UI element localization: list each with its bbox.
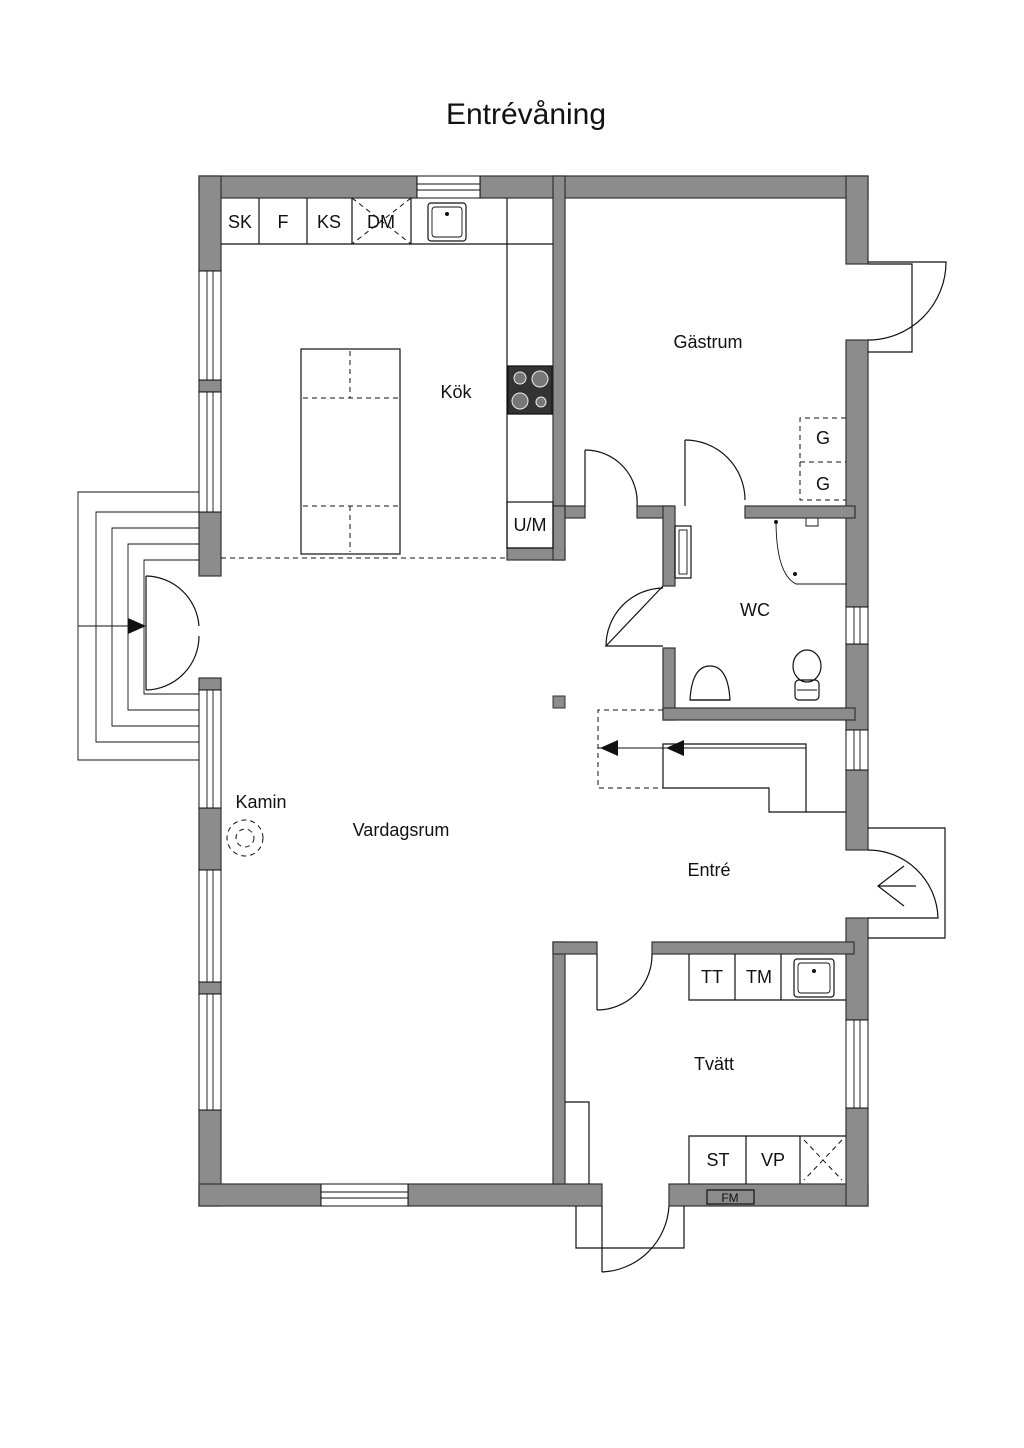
room-label-gastrum: Gästrum [673,332,742,352]
stairs [597,709,846,813]
stair-arrow-icon-2 [600,740,618,756]
label-fm: FM [721,1191,738,1205]
kitchen-furniture [221,197,554,559]
fireplace-icon [226,819,264,857]
laundry-furniture [565,954,846,1205]
room-label-kok: Kök [440,382,472,402]
pillar [552,695,566,709]
room-label-kamin: Kamin [235,792,286,812]
label-st: ST [706,1150,729,1170]
wc-fixtures [674,518,846,701]
room-label-tvatt: Tvätt [694,1054,734,1074]
terrace-steps [77,491,199,761]
interior-walls [506,175,856,1185]
room-label-wc: WC [740,600,770,620]
label-dm: DM [367,212,395,232]
label-vp: VP [761,1150,785,1170]
label-g2: G [816,474,830,494]
plan-title: Entrévåning [446,98,606,131]
shower-line [775,519,846,585]
entrance-arrow-icon [877,865,916,907]
exterior-walls [198,175,869,1207]
doors [145,261,947,1273]
wc-sink-icon [689,665,731,701]
label-f: F [278,212,289,232]
room-label-vardagsrum: Vardagsrum [353,820,450,840]
label-tt: TT [701,967,723,987]
windows [198,175,869,1207]
label-ks: KS [317,212,341,232]
terrace-arrow-icon [128,618,146,634]
room-label-entre: Entré [687,860,730,880]
toilet-icon [792,649,822,701]
label-g1: G [816,428,830,448]
label-tm: TM [746,967,772,987]
label-um: U/M [514,515,547,535]
label-sk: SK [228,212,252,232]
stair-arrow-icon [666,740,684,756]
guest-room-furniture [799,417,846,501]
